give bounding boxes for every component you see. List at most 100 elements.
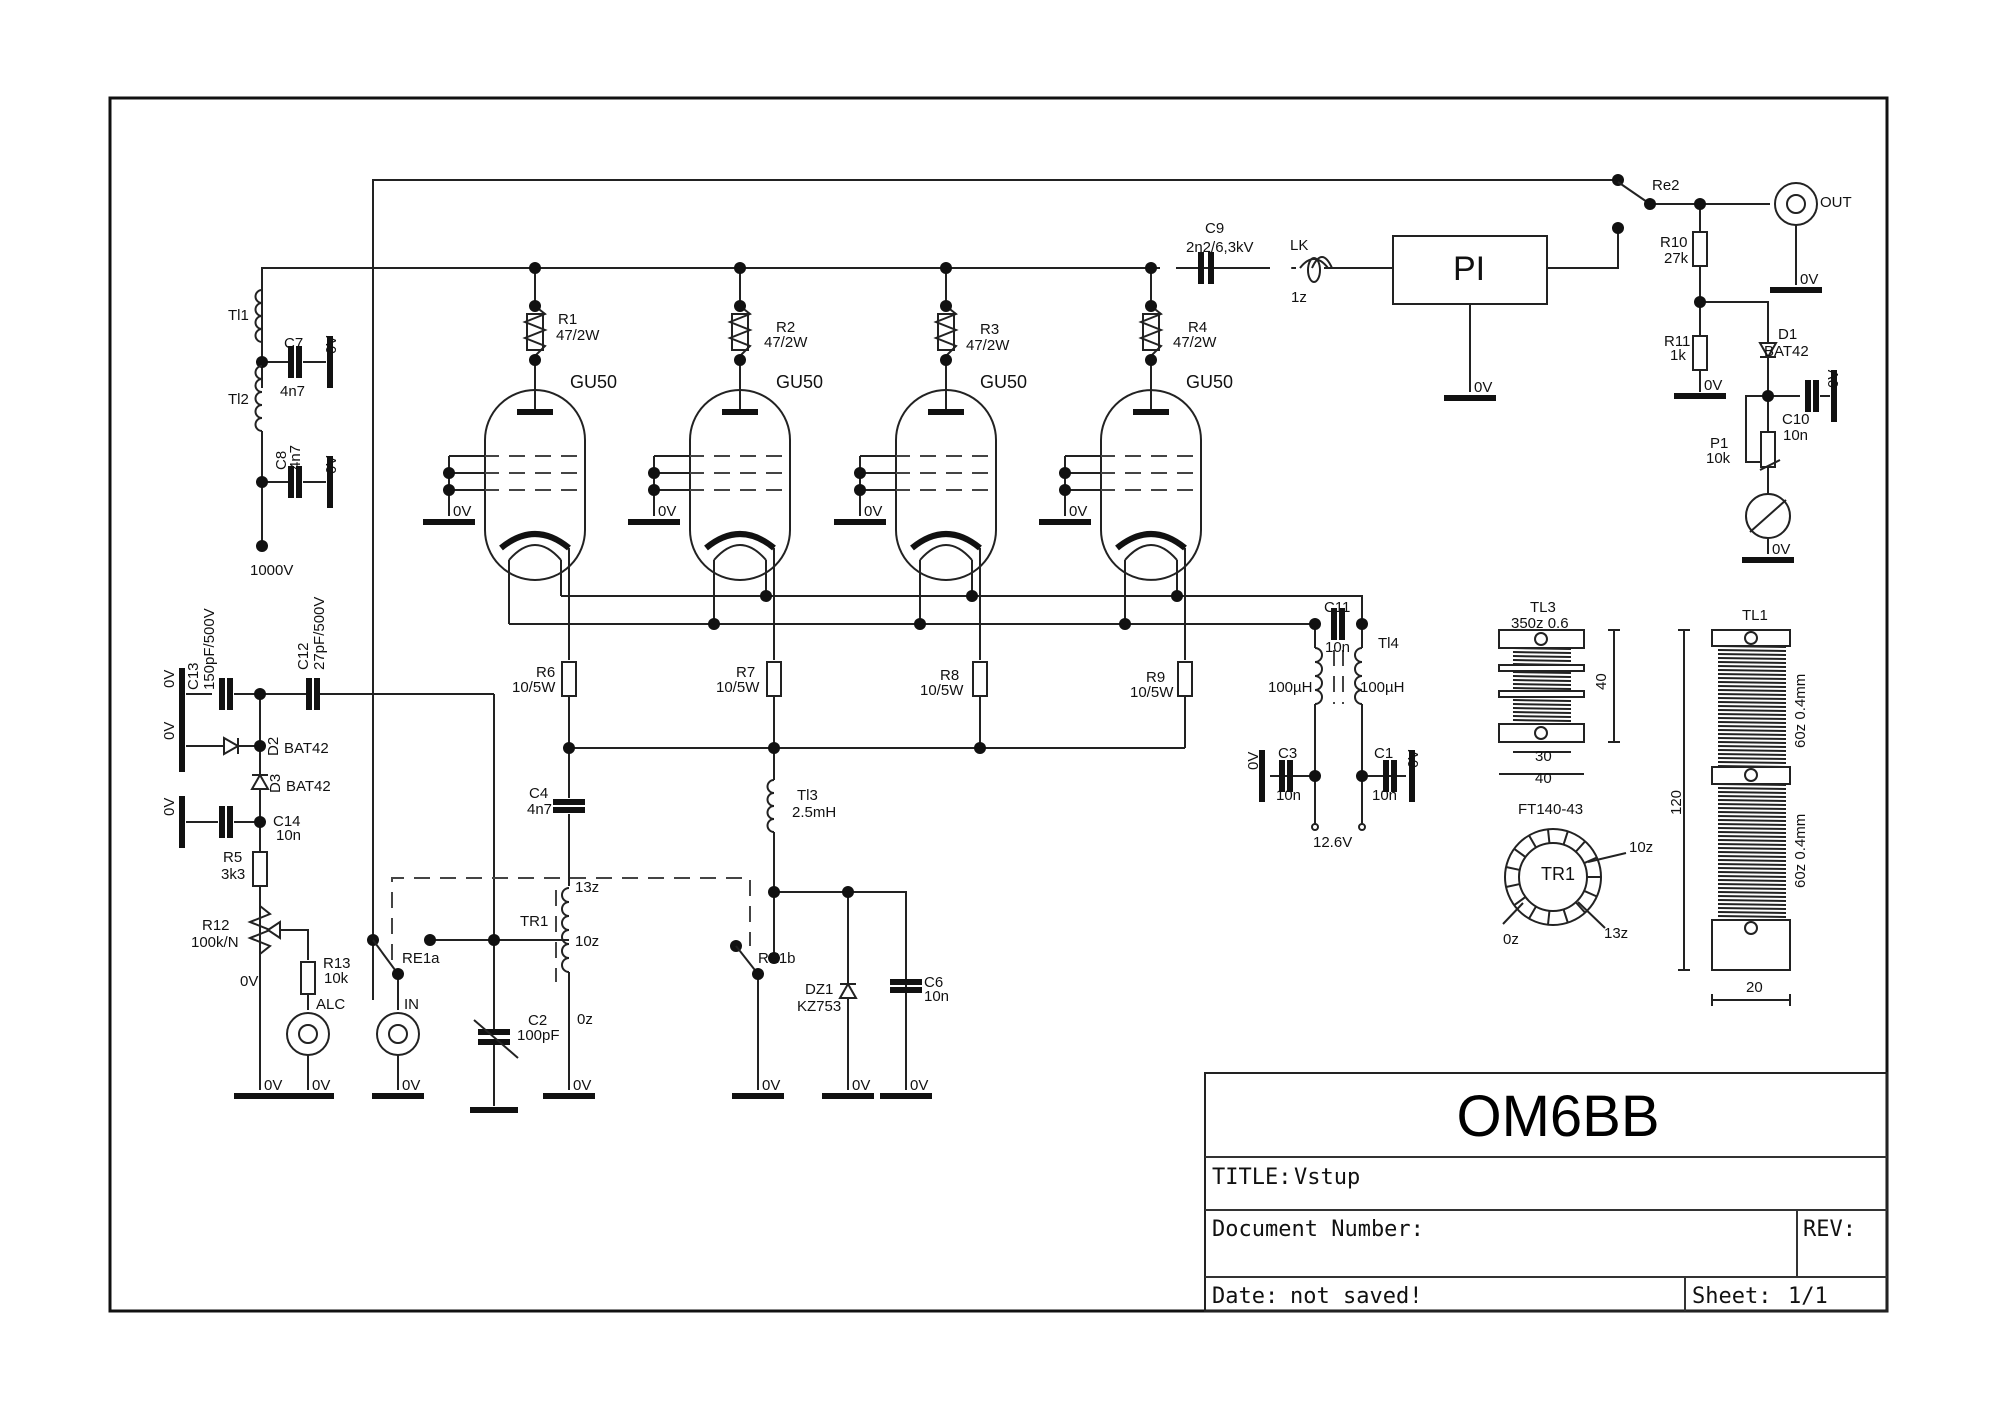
junction-dot: [488, 934, 500, 946]
tube-1-gu50: [448, 305, 586, 581]
label-r5-value: 3k3: [221, 866, 245, 883]
label-lk-value: 1z: [1291, 289, 1307, 306]
winding: [1512, 715, 1572, 718]
label-d2-value: BAT42: [284, 740, 329, 757]
coax-connector-center: [298, 1024, 318, 1044]
winding: [1717, 713, 1787, 716]
toroid-winding: [1513, 847, 1527, 858]
label-c1-ref: C1: [1374, 745, 1393, 762]
svg-text:10/5W: 10/5W: [1130, 684, 1174, 701]
label-c8: C8: [273, 451, 290, 470]
label-out: OUT: [1820, 194, 1852, 211]
label-c9-ref: C9: [1205, 220, 1224, 237]
resistor-body: [561, 661, 577, 697]
winding: [1717, 907, 1787, 910]
label-tr1: TR1: [520, 913, 548, 930]
toroid-winding: [1575, 840, 1586, 853]
label-c14-ref: C14: [273, 813, 301, 830]
junction-dot: [424, 934, 436, 946]
junction-dot: [1119, 618, 1131, 630]
winding: [1512, 663, 1572, 666]
rev-label: REV:: [1803, 1217, 1856, 1242]
junction-dot: [760, 590, 772, 602]
tube-envelope: [895, 389, 997, 581]
winding: [1717, 765, 1787, 768]
junction-dot: [648, 484, 660, 496]
label-c7-value: 4n7: [280, 383, 305, 400]
label-re1b: RE1b: [758, 950, 796, 967]
winding: [1512, 671, 1572, 674]
junction-dot: [254, 816, 266, 828]
ground-label: 0V: [161, 722, 178, 740]
label-tl4: Tl4: [1378, 635, 1399, 652]
screw: [1534, 632, 1548, 646]
toroid-lead: [1577, 901, 1606, 929]
winding: [1717, 807, 1787, 810]
ground-label: 0V: [658, 503, 676, 520]
ground-label: 0V: [402, 1077, 420, 1094]
winding: [1717, 661, 1787, 664]
junction-dot: [854, 467, 866, 479]
tube-heater: [713, 544, 767, 561]
svg-text:GU50: GU50: [980, 372, 1027, 392]
label-tr1-tap-13z: 13z: [575, 879, 599, 896]
label-r11-ref: R11: [1664, 333, 1690, 350]
relay-re1-linkage: [391, 877, 751, 960]
resistor-zigzag: [933, 305, 959, 357]
ground-label: 0V: [573, 1077, 591, 1094]
tube-cathode: [704, 531, 776, 551]
label-c6-ref: C6: [924, 974, 943, 991]
label-c4-ref: C4: [529, 785, 548, 802]
winding: [1717, 879, 1787, 882]
coax-connector-center: [388, 1024, 408, 1044]
title-label: TITLE:: [1212, 1165, 1291, 1190]
wire: [1547, 228, 1619, 269]
ground-label: 0V: [1245, 752, 1262, 770]
junction-dot: [254, 688, 266, 700]
label-tl1-winding-bottom: 60z 0.4mm: [1792, 814, 1809, 888]
winding: [1717, 867, 1787, 870]
ground-label: 0V: [1474, 379, 1492, 396]
toroid-lead: [1587, 852, 1627, 863]
junction-dot: [1356, 770, 1368, 782]
winding: [1717, 911, 1787, 914]
winding: [1717, 741, 1787, 744]
svg-text:R2: R2: [776, 319, 795, 336]
winding: [1717, 787, 1787, 790]
svg-text:R1: R1: [558, 311, 577, 328]
junction-dot: [529, 300, 541, 312]
date-label: Date:: [1212, 1284, 1278, 1309]
wire: [561, 595, 1363, 624]
winding: [1717, 803, 1787, 806]
winding: [1717, 843, 1787, 846]
label-alc: ALC: [316, 996, 345, 1013]
tube-4-labels: R4 47/2W GU50 R9 10/5W: [1130, 319, 1233, 701]
resistor-zigzag: [522, 305, 548, 357]
label-toroid-tap-0z: 0z: [1503, 931, 1519, 948]
choke-lk-loop: [1307, 257, 1321, 283]
junction-dot: [1059, 484, 1071, 496]
winding: [1717, 689, 1787, 692]
tube-1-labels: R1 47/2W GU50 R6 10/5W: [512, 311, 617, 696]
winding: [1717, 835, 1787, 838]
date-value: not saved!: [1290, 1284, 1422, 1309]
svg-text:47/2W: 47/2W: [1173, 334, 1217, 351]
winding: [1717, 721, 1787, 724]
winding: [1717, 791, 1787, 794]
label-hv-supply: 1000V: [250, 562, 293, 579]
coax-connector-center: [1786, 194, 1806, 214]
terminal: [1311, 823, 1319, 831]
label-r10-value: 27k: [1664, 250, 1689, 267]
label-r12-ref: R12: [202, 917, 230, 934]
label-tl3-detail-spec: 350z 0.6: [1511, 615, 1569, 632]
label-c8-value: 4n7: [287, 445, 304, 470]
screw: [1744, 921, 1758, 935]
wire: [774, 891, 907, 1090]
svg-text:R6: R6: [536, 664, 555, 681]
title-block-heading: OM6BB: [1456, 1084, 1659, 1149]
label-r13-ref: R13: [323, 955, 351, 972]
label-tl1-dim-length: 120: [1668, 790, 1685, 815]
winding: [1717, 883, 1787, 886]
winding: [1717, 733, 1787, 736]
